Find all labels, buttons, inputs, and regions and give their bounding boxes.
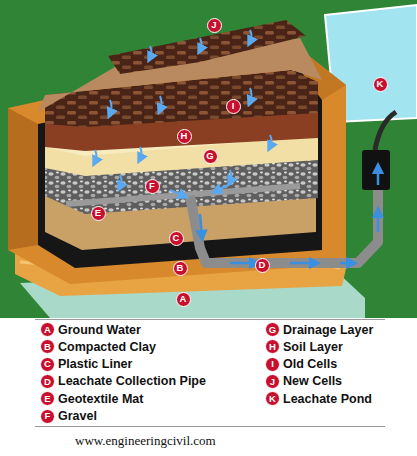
legend-item: J New Cells	[265, 374, 342, 389]
callout-letter: B	[177, 263, 184, 273]
callout-circle: D	[255, 258, 270, 273]
legend-item: B Compacted Clay	[40, 339, 156, 354]
legend-item: D Leachate Collection Pipe	[40, 374, 206, 389]
callout-letter: A	[180, 294, 187, 304]
legend-text: Leachate Pond	[283, 392, 372, 406]
callout-letter: I	[271, 359, 274, 369]
legend-item: H Soil Layer	[265, 339, 343, 354]
callout-letter: C	[44, 359, 51, 369]
callout-circle: E	[40, 391, 55, 406]
callout-circle: K	[373, 77, 388, 92]
legend-text: Geotextile Mat	[58, 392, 143, 406]
callout-letter: H	[181, 131, 188, 141]
legend-text: Plastic Liner	[58, 357, 132, 371]
callout-letter: F	[149, 181, 155, 191]
legend-text: Drainage Layer	[283, 323, 373, 337]
callout-letter: B	[44, 342, 51, 352]
callout-circle: B	[173, 261, 188, 276]
callout-letter: K	[377, 79, 384, 89]
callout-circle: J	[265, 374, 280, 389]
callout-circle: A	[176, 292, 191, 307]
callout-circle: G	[203, 149, 218, 164]
callout-circle: I	[226, 99, 241, 114]
callout-circle: J	[207, 18, 222, 33]
callout-letter: H	[269, 342, 276, 352]
legend-item: I Old Cells	[265, 357, 337, 372]
callout-circle: G	[265, 322, 280, 337]
callout-letter: F	[45, 411, 51, 421]
callout-letter: G	[269, 325, 276, 335]
callout-letter: I	[232, 101, 235, 111]
callout-circle: A	[40, 322, 55, 337]
legend-text: Leachate Collection Pipe	[58, 374, 206, 388]
callout-circle: K	[265, 391, 280, 406]
callout-circle: F	[40, 409, 55, 424]
legend-text: New Cells	[283, 374, 342, 388]
legend-text: Compacted Clay	[58, 340, 156, 354]
legend-panel: A Ground WaterB Compacted ClayC Plastic Lin…	[35, 319, 385, 427]
callout-circle: C	[169, 231, 184, 246]
legend-item: F Gravel	[40, 409, 97, 424]
legend-text: Gravel	[58, 409, 97, 423]
legend-item: C Plastic Liner	[40, 357, 132, 372]
callout-letter: K	[269, 394, 276, 404]
callout-circle: C	[40, 357, 55, 372]
callout-circle: I	[265, 357, 280, 372]
legend-item: G Drainage Layer	[265, 322, 373, 337]
watermark: www.engineeringcivil.com	[75, 433, 216, 449]
callout-letter: G	[206, 151, 213, 161]
legend-text: Old Cells	[283, 357, 337, 371]
legend-item: E Geotextile Mat	[40, 391, 143, 406]
callout-letter: A	[44, 325, 51, 335]
callout-letter: D	[259, 260, 266, 270]
callout-circle: E	[91, 206, 106, 221]
legend-text: Ground Water	[58, 323, 141, 337]
legend-text: Soil Layer	[283, 340, 343, 354]
callout-letter: J	[270, 377, 275, 387]
callout-letter: C	[173, 233, 180, 243]
legend-item: K Leachate Pond	[265, 391, 372, 406]
callout-letter: E	[44, 394, 50, 404]
callout-circle: F	[145, 179, 160, 194]
callout-circle: B	[40, 339, 55, 354]
callout-circle: H	[177, 129, 192, 144]
callout-letter: J	[211, 20, 216, 30]
callout-letter: E	[95, 208, 101, 218]
callout-circle: H	[265, 339, 280, 354]
callout-letter: D	[44, 377, 51, 387]
legend-item: A Ground Water	[40, 322, 141, 337]
callout-circle: D	[40, 374, 55, 389]
